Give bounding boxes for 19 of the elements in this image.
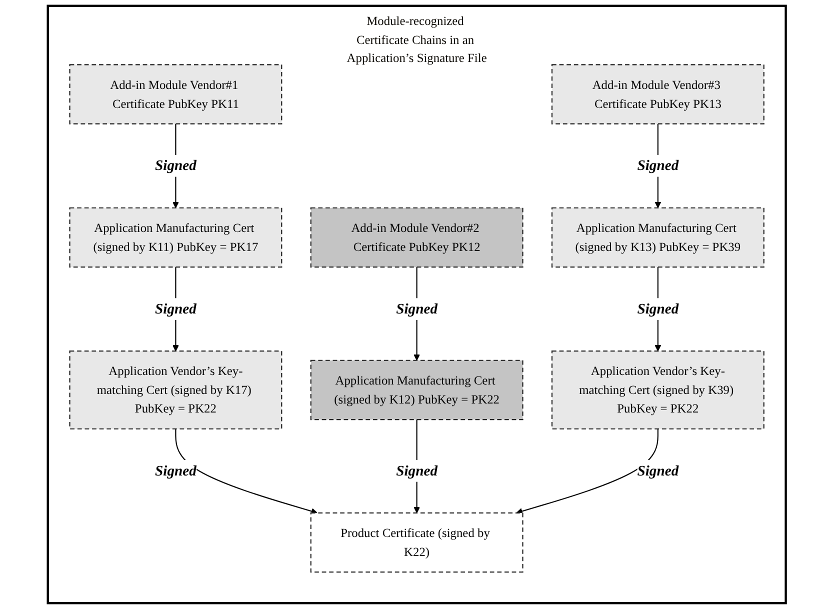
node-box: Application Vendor’s Key-matching Cert (signed by K39) PubKey = PK22 (551, 350, 764, 430)
edge-label: Signed (154, 158, 196, 174)
edge-label: Signed (636, 301, 678, 318)
node-box: Add-in Module Vendor#1 Certificate PubKey PK11 (68, 64, 282, 124)
edge-label: Signed (154, 301, 196, 318)
arrow (174, 428, 318, 514)
edge-label: Signed (636, 158, 678, 174)
node-box: Application Manufacturing Cert (signed by K13) PubKey = PK39 (551, 207, 764, 268)
node-box: Application Manufacturing Cert (signed by K12) PubKey = PK22 (310, 360, 523, 420)
node-box: Application Vendor’s Key-matching Cert (signed by K17) PubKey = PK22 (68, 350, 282, 430)
edge-label: Signed (396, 301, 438, 318)
node-box: Product Certificate (signed by K22) (310, 512, 523, 573)
node-box: Add-in Module Vendor#2 Certificate PubKey PK12 (310, 207, 523, 268)
arrow (516, 428, 658, 514)
edge-label: Signed (396, 462, 438, 479)
edge-label: Signed (154, 462, 196, 479)
edge-label: Signed (636, 462, 678, 479)
node-box: Add-in Module Vendor#3 Certificate PubKey PK13 (551, 64, 764, 124)
node-box: Application Manufacturing Cert (signed by K11) PubKey = PK17 (68, 207, 282, 268)
